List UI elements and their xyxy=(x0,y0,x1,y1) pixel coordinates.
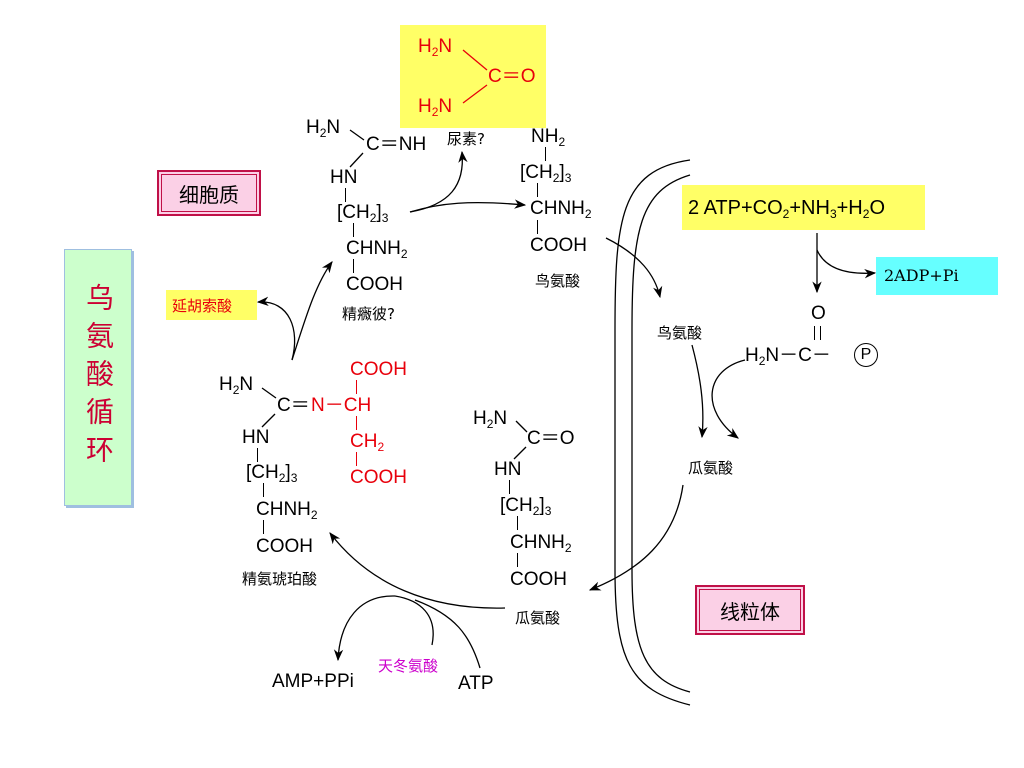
atp-label: ATP xyxy=(458,673,494,694)
cp-h2n-c: H2N－C－ xyxy=(745,345,831,368)
urea-nh2-top: H2N xyxy=(418,36,453,59)
cit-co: C＝O xyxy=(527,428,575,449)
arrow-to-ornithine xyxy=(409,199,527,213)
mito-reactants-box xyxy=(682,185,925,230)
argininosuccinate-label: 精氨琥珀酸 xyxy=(242,570,318,588)
ornithine-nh2: NH2 xyxy=(531,126,566,149)
arrow-to-fumarate xyxy=(256,296,296,361)
arrow-to-argininosuccinate xyxy=(329,532,506,609)
as-cooh: COOH xyxy=(256,536,313,557)
mitochondria-label: 线粒体 xyxy=(695,585,805,635)
arrow-atp-in xyxy=(414,599,481,669)
cit-hn: HN xyxy=(494,459,522,480)
arrow-aspartate-in xyxy=(394,595,434,646)
as-chnh2: CHNH2 xyxy=(256,499,318,522)
arrow-to-adp xyxy=(816,249,877,279)
ornithine-bond-1 xyxy=(545,147,547,161)
as-bond-2 xyxy=(263,483,265,497)
as-c: C＝ xyxy=(277,395,310,416)
as-hn: HN xyxy=(242,427,270,448)
ornithine-ch2: [CH2]3 xyxy=(520,162,572,185)
arginine-c-nh: C＝NH xyxy=(366,134,427,155)
ornithine-bond-2 xyxy=(537,183,539,197)
ornithine-label: 鸟氨酸 xyxy=(535,272,581,290)
arginine-ch2: [CH2]3 xyxy=(337,202,389,225)
arginine-h2n: H2N xyxy=(306,117,341,140)
as-bond-3 xyxy=(263,520,265,534)
arginine-bond-1 xyxy=(345,188,347,202)
cit-bond-1 xyxy=(509,480,511,494)
as-n-ch: N－CH xyxy=(311,395,372,416)
citrulline-label: 瓜氨酸 xyxy=(515,609,561,627)
as-bond-1 xyxy=(257,448,259,462)
cycle-title: 乌氨酸循环 xyxy=(64,249,132,506)
arrow-to-amp xyxy=(333,595,396,662)
mito-membrane-inner xyxy=(631,174,691,693)
cit-bond-3 xyxy=(517,553,519,567)
urea-box xyxy=(400,25,546,128)
as-h2n: H2N xyxy=(219,374,254,397)
cp-double-bond-b xyxy=(820,326,822,340)
adp-box xyxy=(876,257,998,295)
ornithine-cooh: COOH xyxy=(530,235,587,256)
cit-h2n: H2N xyxy=(473,408,508,431)
ornithine-bond-3 xyxy=(537,220,539,234)
arginine-bond-2 xyxy=(353,223,355,237)
mito-reactants: 2 ATP+CO2+NH3+H2O xyxy=(688,197,885,221)
cp-phosphate: P xyxy=(854,343,878,367)
arrow-ornithine-into-mito xyxy=(605,237,663,299)
arrow-ornithine-to-citrulline xyxy=(691,344,708,439)
mito-membrane-outer xyxy=(614,159,691,706)
as-red-bond-1 xyxy=(356,380,358,394)
arrow-cp-to-citrulline xyxy=(711,359,746,439)
arginine-chnh2: CHNH2 xyxy=(346,238,408,261)
amp-ppi: AMP+PPi xyxy=(272,671,354,692)
as-cooh-bottom: COOH xyxy=(350,467,407,488)
urea-co: C＝O xyxy=(488,66,536,87)
arrow-citrulline-out xyxy=(588,484,684,591)
cit-ch2: [CH2]3 xyxy=(500,495,552,518)
arginine-cooh: COOH xyxy=(346,274,403,295)
fumarate-label: 延胡索酸 xyxy=(172,297,233,315)
cp-double-bond-a xyxy=(814,326,816,340)
ornithine-chnh2: CHNH2 xyxy=(530,198,592,221)
arginine-hn: HN xyxy=(330,167,358,188)
arginine-label: 精癓彼? xyxy=(342,305,395,323)
as-ch2: CH2 xyxy=(350,431,385,454)
urea-nh2-bottom: H2N xyxy=(418,96,453,119)
arrow-to-arginine xyxy=(291,261,333,361)
mito-ornithine-label: 鸟氨酸 xyxy=(657,324,703,342)
adp-label: 2ADP+Pi xyxy=(884,266,959,285)
cit-cooh: COOH xyxy=(510,569,567,590)
as-ch2-chain: [CH2]3 xyxy=(246,462,298,485)
arginine-bond-3 xyxy=(353,259,355,273)
mito-citrulline-label: 瓜氨酸 xyxy=(688,459,734,477)
as-red-bond-3 xyxy=(356,452,358,466)
fumarate-box xyxy=(166,290,257,320)
as-red-bond-2 xyxy=(356,416,358,430)
as-cooh-top: COOH xyxy=(350,359,407,380)
cp-o: O xyxy=(811,303,826,324)
aspartate-label: 天冬氨酸 xyxy=(378,657,439,675)
cit-chnh2: CHNH2 xyxy=(510,532,572,555)
urea-label: 尿素? xyxy=(447,130,485,148)
cit-bond-2 xyxy=(517,516,519,530)
cytoplasm-label: 细胞质 xyxy=(157,170,261,216)
